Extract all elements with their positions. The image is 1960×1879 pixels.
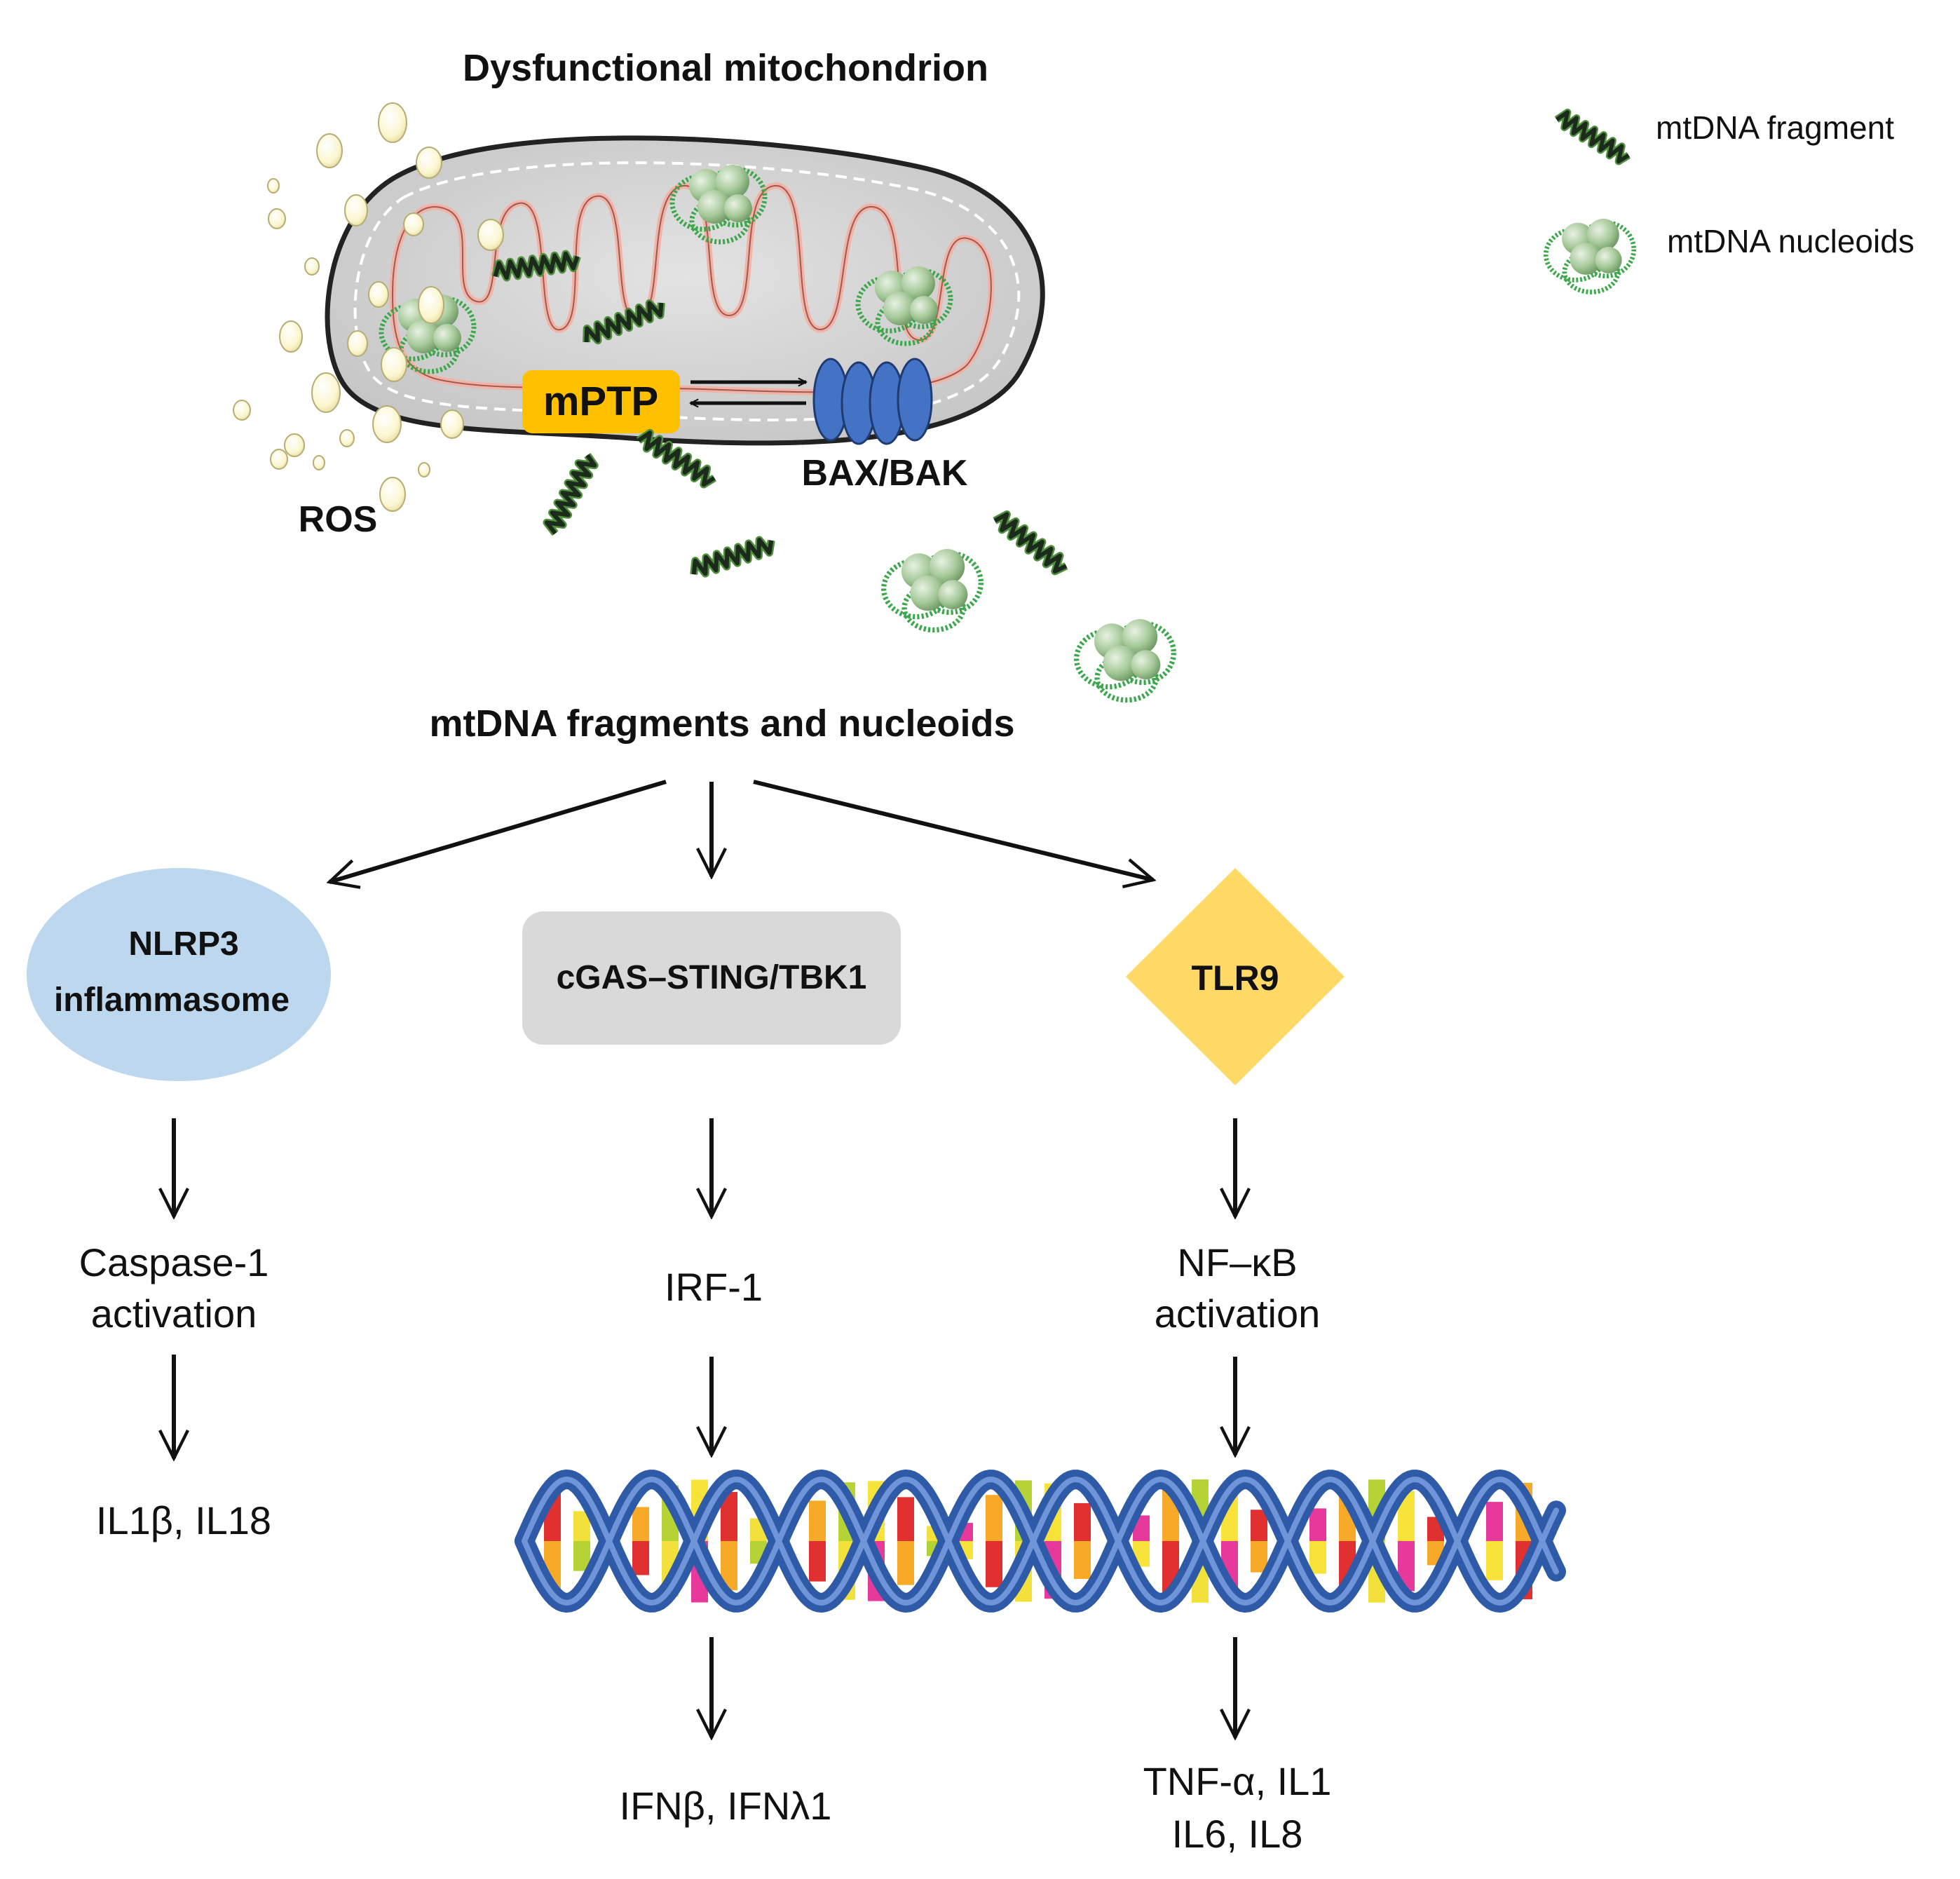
nlrp3-node: NLRP3 inflammasome — [27, 868, 331, 1081]
legend: mtDNA fragment mtDNA nucleoids — [1546, 109, 1914, 292]
nlrp3-label-line2: inflammasome — [54, 982, 290, 1019]
base-pair — [1251, 1510, 1267, 1541]
nlrp3-label-line1: NLRP3 — [128, 925, 238, 963]
legend-fragment-label: mtDNA fragment — [1656, 109, 1894, 146]
base-pair — [1074, 1541, 1091, 1580]
mptp-box — [522, 370, 680, 433]
irf1-label: IRF-1 — [665, 1265, 763, 1309]
baxbak-pore — [812, 358, 933, 445]
base-pair — [1074, 1502, 1091, 1541]
base-pair — [986, 1541, 1002, 1587]
cgas-output: IFNβ, IFNλ1 — [620, 1784, 832, 1828]
caspase-label-line1: Caspase-1 — [79, 1240, 269, 1284]
baxbak-label: BAX/BAK — [802, 453, 968, 494]
mitochondrion: mPTP BAX/BAK — [325, 135, 1045, 494]
base-pair — [986, 1495, 1002, 1541]
dna-fragment-icon — [690, 536, 775, 577]
nucleoid-icon — [884, 549, 981, 630]
base-pair — [632, 1507, 649, 1541]
mptp-label: mPTP — [543, 379, 658, 424]
nlrp3-ellipse — [27, 868, 331, 1081]
base-pair — [897, 1497, 914, 1541]
base-pair — [1486, 1541, 1503, 1580]
base-pair — [1251, 1541, 1267, 1573]
arrow-to-nlrp3 — [329, 780, 667, 882]
tlr9-diamond — [1126, 868, 1345, 1085]
nfkb-label-line2: activation — [1155, 1291, 1321, 1336]
inner-membrane — [353, 161, 1021, 422]
legend-nucleoid-label: mtDNA nucleoids — [1667, 223, 1914, 259]
arrow-to-tlr9 — [753, 780, 1153, 880]
dna-strand — [522, 1476, 1559, 1606]
base-pair — [1309, 1508, 1326, 1541]
tlr9-output-line2: IL6, IL8 — [1172, 1812, 1303, 1856]
nfkb-label-line1: NF–κB — [1177, 1240, 1297, 1284]
base-pair — [897, 1541, 914, 1585]
tlr9-node: TLR9 — [1126, 868, 1345, 1085]
ros-bubbles — [233, 102, 504, 512]
dna-double-helix — [515, 1469, 1566, 1613]
ros-label: ROS — [299, 499, 378, 540]
base-pair — [1309, 1541, 1326, 1574]
base-pair — [632, 1541, 649, 1575]
cgas-label: cGAS–STING/TBK1 — [557, 959, 867, 996]
tlr9-output-line1: TNF-α, IL1 — [1143, 1759, 1332, 1803]
base-pair — [809, 1541, 826, 1582]
legend-nucleoid-icon — [1546, 219, 1633, 292]
tlr9-label: TLR9 — [1192, 958, 1279, 998]
nucleoid-icon — [1077, 619, 1174, 700]
nlrp3-output: IL1β, IL18 — [96, 1498, 271, 1542]
cgas-node: cGAS–STING/TBK1 — [522, 911, 901, 1045]
base-pair — [1486, 1502, 1503, 1541]
caspase-label-line2: activation — [91, 1291, 257, 1336]
release-label: mtDNA fragments and nucleoids — [429, 703, 1014, 745]
dna-strand — [522, 1476, 1559, 1606]
base-pair — [809, 1500, 826, 1541]
dna-fragment-icon — [544, 453, 597, 534]
legend-fragment-icon — [1556, 109, 1631, 164]
diagram-title: Dysfunctional mitochondrion — [463, 47, 988, 89]
cgas-box — [522, 911, 901, 1045]
dna-fragment-icon — [993, 511, 1069, 575]
